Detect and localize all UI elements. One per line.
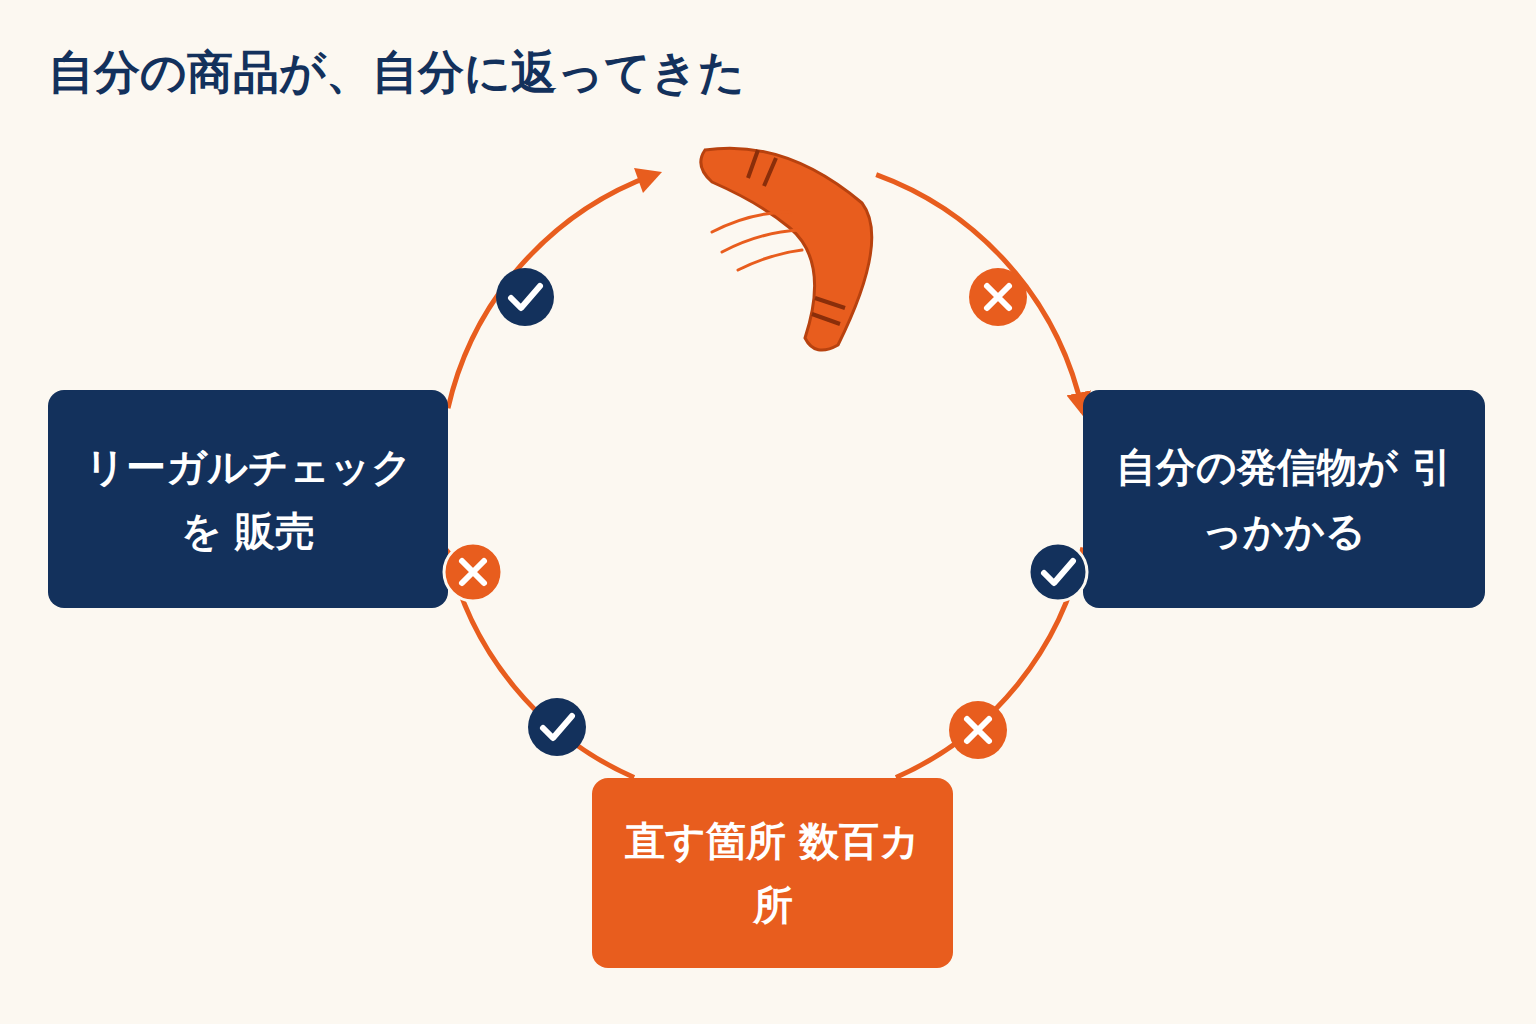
flow-arrow (448, 552, 634, 778)
process-box: リーガルチェックを 販売 (48, 390, 448, 608)
check-mark (528, 698, 586, 756)
box-content: リーガルチェックを 販売 (72, 435, 424, 563)
check-mark (1029, 543, 1087, 601)
box-label: 自分の発信物が 引っかかる (1107, 435, 1461, 563)
check-mark (496, 268, 554, 326)
flow-arrow (896, 548, 1083, 778)
boomerang (701, 148, 872, 350)
flow-arrowhead (634, 168, 662, 193)
flow-arrow (448, 175, 1083, 413)
process-box: 直す箇所 数百カ所 (592, 778, 953, 968)
box-label: 直す箇所 数百カ所 (616, 809, 929, 937)
cross-mark (444, 543, 502, 601)
diagram-title: 自分の商品が、自分に返ってきた (48, 42, 745, 104)
box-content: 直す箇所 数百カ所 (616, 809, 929, 937)
box-content: 自分の発信物が 引っかかる (1107, 435, 1461, 563)
cross-mark (949, 701, 1007, 759)
process-box: 自分の発信物が 引っかかる (1083, 390, 1485, 608)
cross-mark (969, 268, 1027, 326)
motion-lines (712, 212, 802, 270)
box-label: リーガルチェックを 販売 (72, 435, 424, 563)
